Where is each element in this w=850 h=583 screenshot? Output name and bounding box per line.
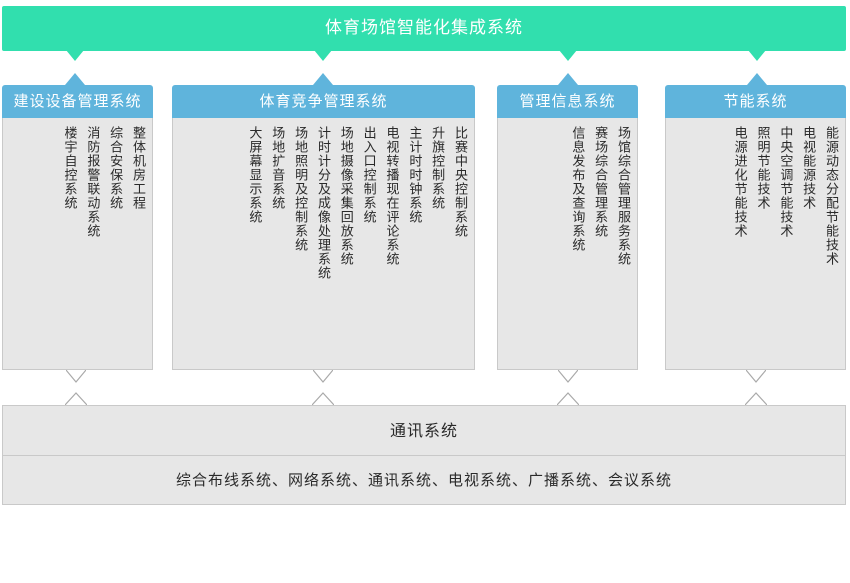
connector-blue-up-arrow-2 [313, 73, 333, 85]
column-body-1: 整体机房工程 综合安保系统 消防报警联动系统 楼宇自控系统 [2, 118, 153, 370]
list-item: 场馆综合管理服务系统 [615, 126, 630, 266]
communication-system-detail-row: 综合布线系统、网络系统、通讯系统、电视系统、广播系统、会议系统 [3, 456, 845, 504]
list-item: 整体机房工程 [130, 126, 145, 210]
list-item: 主计时时钟系统 [406, 126, 422, 224]
column-management-information-system: 管理信息系统 场馆综合管理服务系统 赛场综合管理系统 信息发布及查询系统 [497, 85, 638, 370]
connector-gray-down-arrow-4 [746, 370, 766, 383]
communication-system-title-row[interactable]: 通讯系统 [3, 406, 845, 456]
connector-green-down-arrow-1 [66, 50, 84, 61]
column-header-label-4: 节能系统 [723, 92, 788, 110]
column-header-4[interactable]: 节能系统 [665, 85, 846, 118]
connector-blue-up-arrow-1 [65, 73, 85, 85]
list-item: 电源进化节能技术 [731, 126, 747, 238]
connector-green-down-arrow-2 [314, 50, 332, 61]
column-header-label-2: 体育竞争管理系统 [259, 92, 388, 110]
list-item: 场地照明及控制系统 [292, 126, 308, 252]
connector-gray-up-arrow-3 [557, 392, 579, 406]
connector-blue-up-arrow-3 [558, 73, 578, 85]
connector-blue-up-arrow-4 [747, 73, 767, 85]
list-item: 升旗控制系统 [429, 126, 445, 210]
list-item: 出入口控制系统 [360, 126, 376, 224]
column-header-label-1: 建设设备管理系统 [13, 92, 142, 110]
list-item: 照明节能技术 [754, 126, 770, 210]
connector-gray-down-arrow-3 [558, 370, 578, 383]
connector-gray-up-arrow-4 [745, 392, 767, 406]
communication-system-title: 通讯系统 [389, 420, 458, 440]
list-item: 场地扩音系统 [269, 126, 285, 210]
column-body-3: 场馆综合管理服务系统 赛场综合管理系统 信息发布及查询系统 [497, 118, 638, 370]
column-header-1[interactable]: 建设设备管理系统 [2, 85, 153, 118]
column-header-3[interactable]: 管理信息系统 [497, 85, 638, 118]
connector-gray-up-arrow-2 [312, 392, 334, 406]
communication-system-detail: 综合布线系统、网络系统、通讯系统、电视系统、广播系统、会议系统 [175, 470, 672, 489]
column-header-2[interactable]: 体育竞争管理系统 [172, 85, 475, 118]
list-item: 综合安保系统 [107, 126, 123, 210]
column-energy-saving-system: 节能系统 能源动态分配节能技术 电视能源技术 中央空调节能技术 照明节能技术 电… [665, 85, 846, 370]
connector-green-down-arrow-3 [559, 50, 577, 61]
column-body-4: 能源动态分配节能技术 电视能源技术 中央空调节能技术 照明节能技术 电源进化节能… [665, 118, 846, 370]
column-construction-equipment-management: 建设设备管理系统 整体机房工程 综合安保系统 消防报警联动系统 楼宇自控系统 [2, 85, 153, 370]
list-item: 电视转播现在评论系统 [383, 126, 399, 266]
list-item: 电视能源技术 [800, 126, 816, 210]
list-item: 赛场综合管理系统 [592, 126, 608, 238]
list-item: 信息发布及查询系统 [569, 126, 585, 252]
connector-green-down-arrow-4 [748, 50, 766, 61]
list-item: 消防报警联动系统 [84, 126, 100, 238]
column-body-2: 比赛中央控制系统 升旗控制系统 主计时时钟系统 电视转播现在评论系统 出入口控制… [172, 118, 475, 370]
column-sports-competition-management: 体育竞争管理系统 比赛中央控制系统 升旗控制系统 主计时时钟系统 电视转播现在评… [172, 85, 475, 370]
root-node-title: 体育场馆智能化集成系统 [325, 18, 523, 38]
list-item: 大屏幕显示系统 [246, 126, 262, 224]
list-item: 场地摄像采集回放系统 [337, 126, 353, 266]
list-item: 中央空调节能技术 [777, 126, 793, 238]
list-item: 计时计分及成像处理系统 [314, 126, 330, 280]
connector-gray-down-arrow-1 [66, 370, 86, 383]
connector-gray-down-arrow-2 [313, 370, 333, 383]
column-header-label-3: 管理信息系统 [519, 92, 616, 110]
list-item: 能源动态分配节能技术 [823, 126, 838, 266]
list-item: 比赛中央控制系统 [452, 126, 467, 238]
root-node-sports-venue-integrated-system[interactable]: 体育场馆智能化集成系统 [2, 6, 846, 51]
communication-system-panel: 通讯系统 综合布线系统、网络系统、通讯系统、电视系统、广播系统、会议系统 [2, 405, 846, 505]
connector-gray-up-arrow-1 [65, 392, 87, 406]
list-item: 楼宇自控系统 [61, 126, 77, 210]
